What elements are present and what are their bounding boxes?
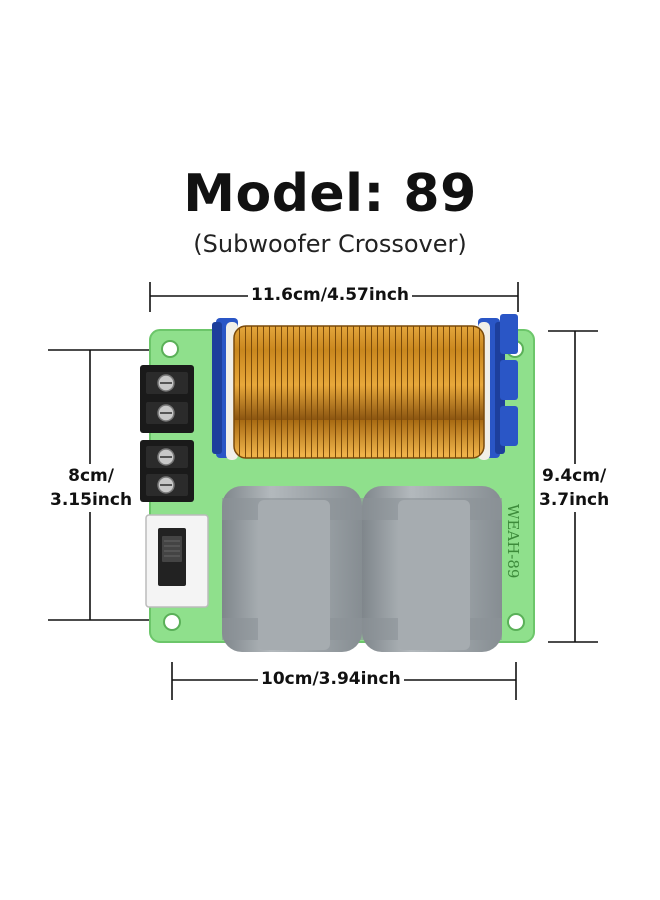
top-width-label: 11.6cm/4.57inch bbox=[248, 285, 412, 305]
bottom-width-label: 10cm/3.94inch bbox=[258, 669, 404, 689]
left-height-line1: 8cm/ bbox=[68, 466, 114, 486]
right-height-line2: 3.7inch bbox=[539, 490, 610, 510]
mounting-hole-top-left bbox=[161, 340, 179, 358]
board-silkscreen-label: WEAH-89 bbox=[504, 504, 522, 578]
right-height-line1: 9.4cm/ bbox=[542, 466, 607, 486]
left-height-line2: 3.15inch bbox=[50, 490, 133, 510]
output-terminal-block bbox=[140, 440, 194, 502]
mounting-hole-bottom-right bbox=[507, 613, 525, 631]
right-height-label: 9.4cm/ 3.7inch bbox=[536, 464, 613, 512]
left-height-label: 8cm/ 3.15inch bbox=[47, 464, 136, 512]
capacitor-right bbox=[362, 486, 502, 652]
model-title: Model: 89 bbox=[183, 164, 477, 224]
mounting-hole-bottom-left bbox=[163, 613, 181, 631]
capacitor-left bbox=[222, 486, 362, 652]
input-terminal-block bbox=[140, 365, 194, 433]
inductor-coil bbox=[212, 314, 518, 460]
product-subtitle: (Subwoofer Crossover) bbox=[193, 230, 467, 258]
slide-switch bbox=[145, 514, 209, 608]
